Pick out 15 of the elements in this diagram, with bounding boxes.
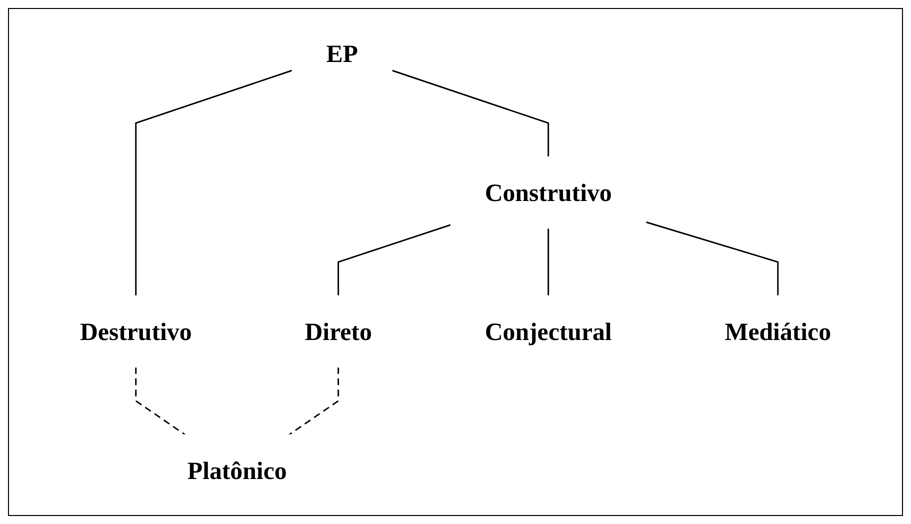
connector: [135, 367, 186, 436]
connector: [392, 70, 550, 157]
tree-diagram: EP Destrutivo Construtivo Direto Conjectural Mediático Platônico: [9, 9, 902, 515]
node-text: Construtivo: [484, 178, 612, 207]
connector: [646, 221, 779, 296]
node-text: Destrutivo: [80, 317, 192, 346]
node-text: Platônico: [187, 456, 287, 485]
connector: [288, 367, 340, 436]
connector: [135, 70, 293, 296]
connector: [548, 228, 550, 296]
node-text: Mediático: [724, 317, 832, 346]
node-text: Conjectural: [484, 317, 612, 346]
connector: [338, 224, 452, 296]
node-text: EP: [326, 39, 358, 68]
node-text: Direto: [304, 317, 372, 346]
